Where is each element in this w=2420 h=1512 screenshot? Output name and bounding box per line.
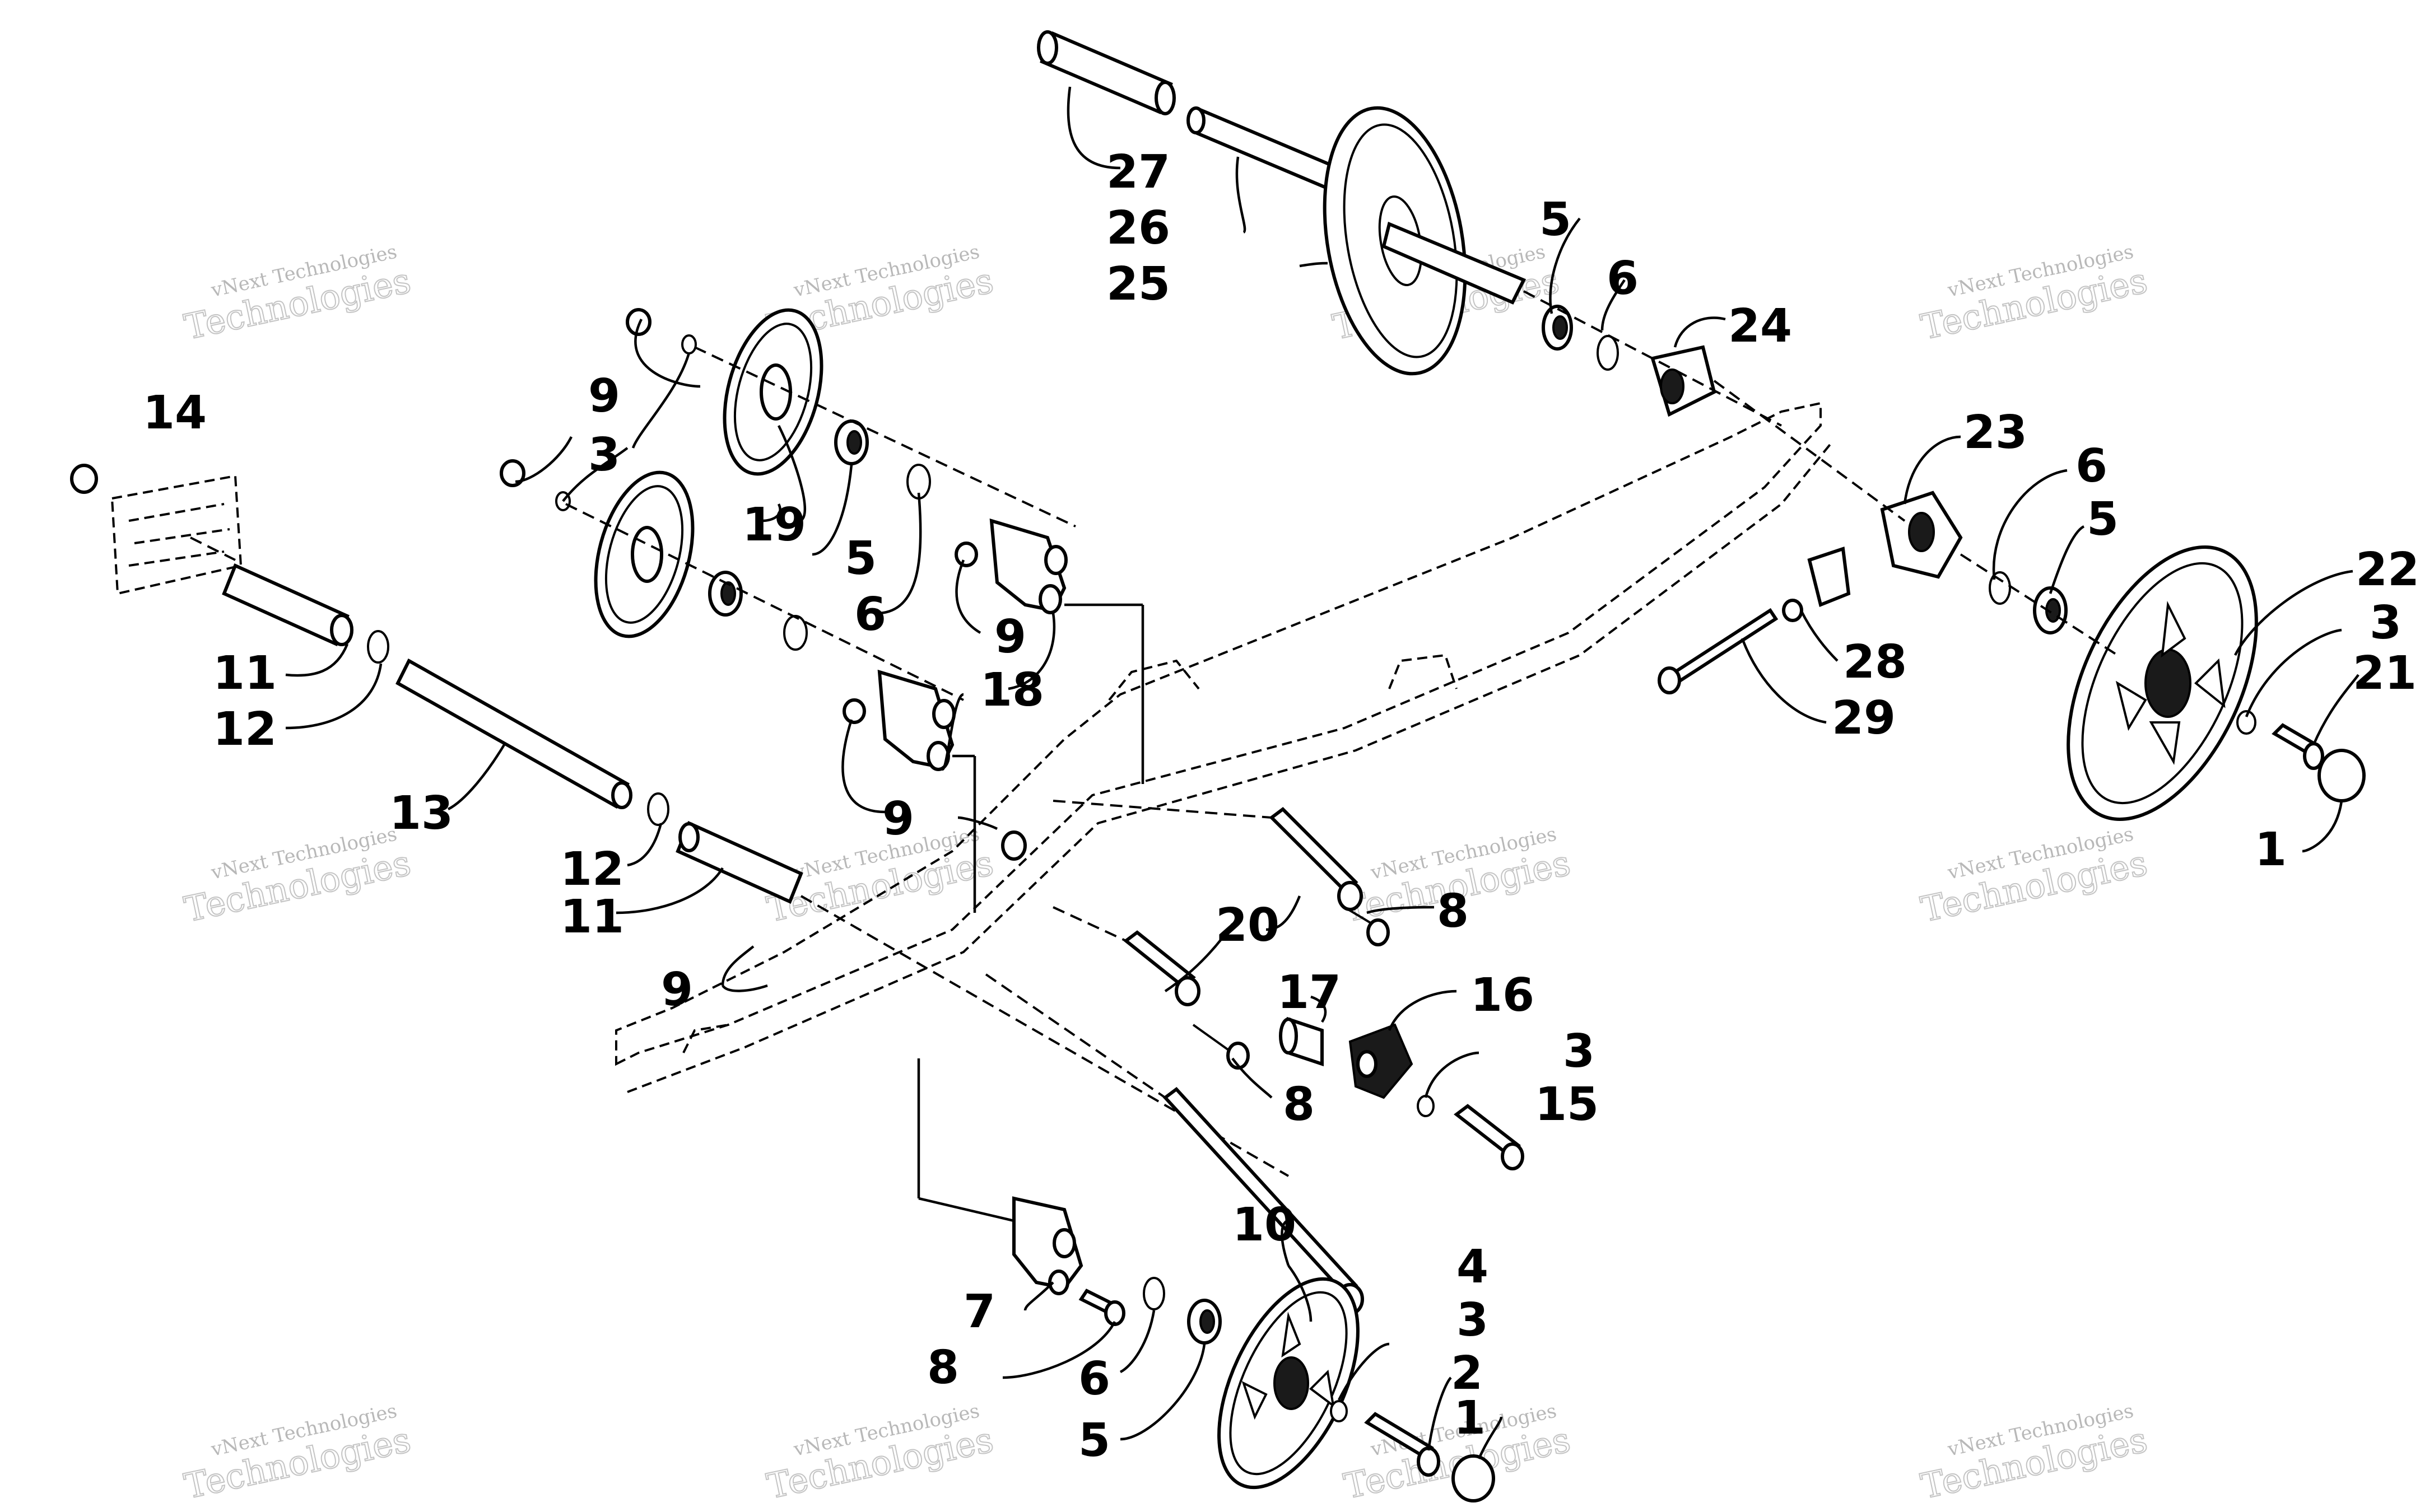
part-label: 28	[1843, 636, 1907, 689]
part-label: 25	[1106, 258, 1170, 311]
part-label: 2	[1451, 1347, 1483, 1400]
idler-wheels-19	[500, 308, 1076, 701]
watermark: vNext Technologies Technologies	[1917, 823, 2152, 930]
part-label: 24	[1728, 300, 1792, 353]
part-label: 13	[389, 787, 453, 840]
part-label: 6	[1078, 1352, 1110, 1406]
part-label: 4	[1456, 1240, 1488, 1294]
part-label: 3	[1456, 1294, 1488, 1347]
part-label: 9	[994, 610, 1026, 664]
watermark: vNext Technologies Technologies	[1917, 1399, 2152, 1507]
part-label: 1	[1454, 1392, 1486, 1445]
watermark: vNext Technologies Technologies	[1917, 240, 2152, 348]
part-label: 15	[1535, 1078, 1599, 1131]
bolts	[985, 800, 1390, 1315]
lower-wheel-assembly	[917, 1058, 1495, 1502]
part-label: 18	[980, 664, 1044, 717]
rail-fragment-left	[110, 474, 243, 595]
top-shaft-assembly	[1037, 30, 1782, 427]
part-label: 6	[854, 588, 886, 641]
part-label: 6	[1607, 252, 1639, 305]
watermark: vNext Technologies Technologies	[180, 823, 415, 930]
part-label: 9	[882, 792, 914, 846]
part-label: 9	[588, 370, 620, 423]
part-label: 22	[2356, 543, 2419, 596]
part-label: 14	[143, 386, 207, 440]
part-label: 26	[1106, 202, 1170, 255]
part-label: 8	[1283, 1078, 1315, 1131]
part-label: 6	[2075, 440, 2107, 493]
tensioner-block	[1279, 1016, 1524, 1170]
part-label: 8	[1437, 885, 1469, 938]
part-label: 5	[1078, 1414, 1110, 1467]
watermark: vNext Technologies Technologies	[763, 1399, 998, 1507]
part-label: 7	[964, 1285, 995, 1338]
part-label: 8	[927, 1341, 959, 1394]
part-label: 1	[2255, 823, 2287, 876]
part-label: 17	[1277, 966, 1341, 1019]
part-label: 10	[1232, 1198, 1296, 1252]
cross-shaft	[70, 464, 1289, 1177]
rear-wheel-assembly	[1658, 380, 2366, 821]
part-label: 29	[1832, 692, 1896, 745]
part-label: 16	[1470, 969, 1534, 1022]
part-label: 3	[588, 428, 620, 482]
part-label: 5	[2087, 493, 2119, 546]
part-label: 23	[1963, 406, 2027, 459]
part-labels: 27 26 25 5 6 24 14 9 3 19 5 6 9 18 11 12…	[143, 146, 2419, 1467]
part-label: 27	[1106, 146, 1170, 199]
watermark: vNext Technologies Technologies	[180, 240, 415, 348]
part-label: 20	[1216, 899, 1279, 952]
part-label: 3	[2370, 596, 2402, 650]
part-label: 5	[1539, 193, 1571, 246]
part-label: 21	[2353, 647, 2417, 700]
part-label: 11	[213, 647, 277, 700]
watermarks: vNext Technologies Technologies vNext Te…	[180, 240, 2152, 1507]
slide-rail-frame	[615, 402, 1833, 1093]
part-label: 12	[560, 843, 624, 896]
part-label: 11	[560, 890, 624, 944]
part-label: 12	[213, 703, 277, 756]
part-label: 3	[1563, 1025, 1595, 1078]
part-label: 19	[742, 498, 806, 552]
part-label: 9	[661, 963, 693, 1016]
part-label: 5	[845, 532, 877, 585]
watermark: vNext Technologies Technologies	[180, 1399, 415, 1507]
nut-14	[70, 464, 98, 494]
leader-lines	[285, 86, 2360, 1459]
